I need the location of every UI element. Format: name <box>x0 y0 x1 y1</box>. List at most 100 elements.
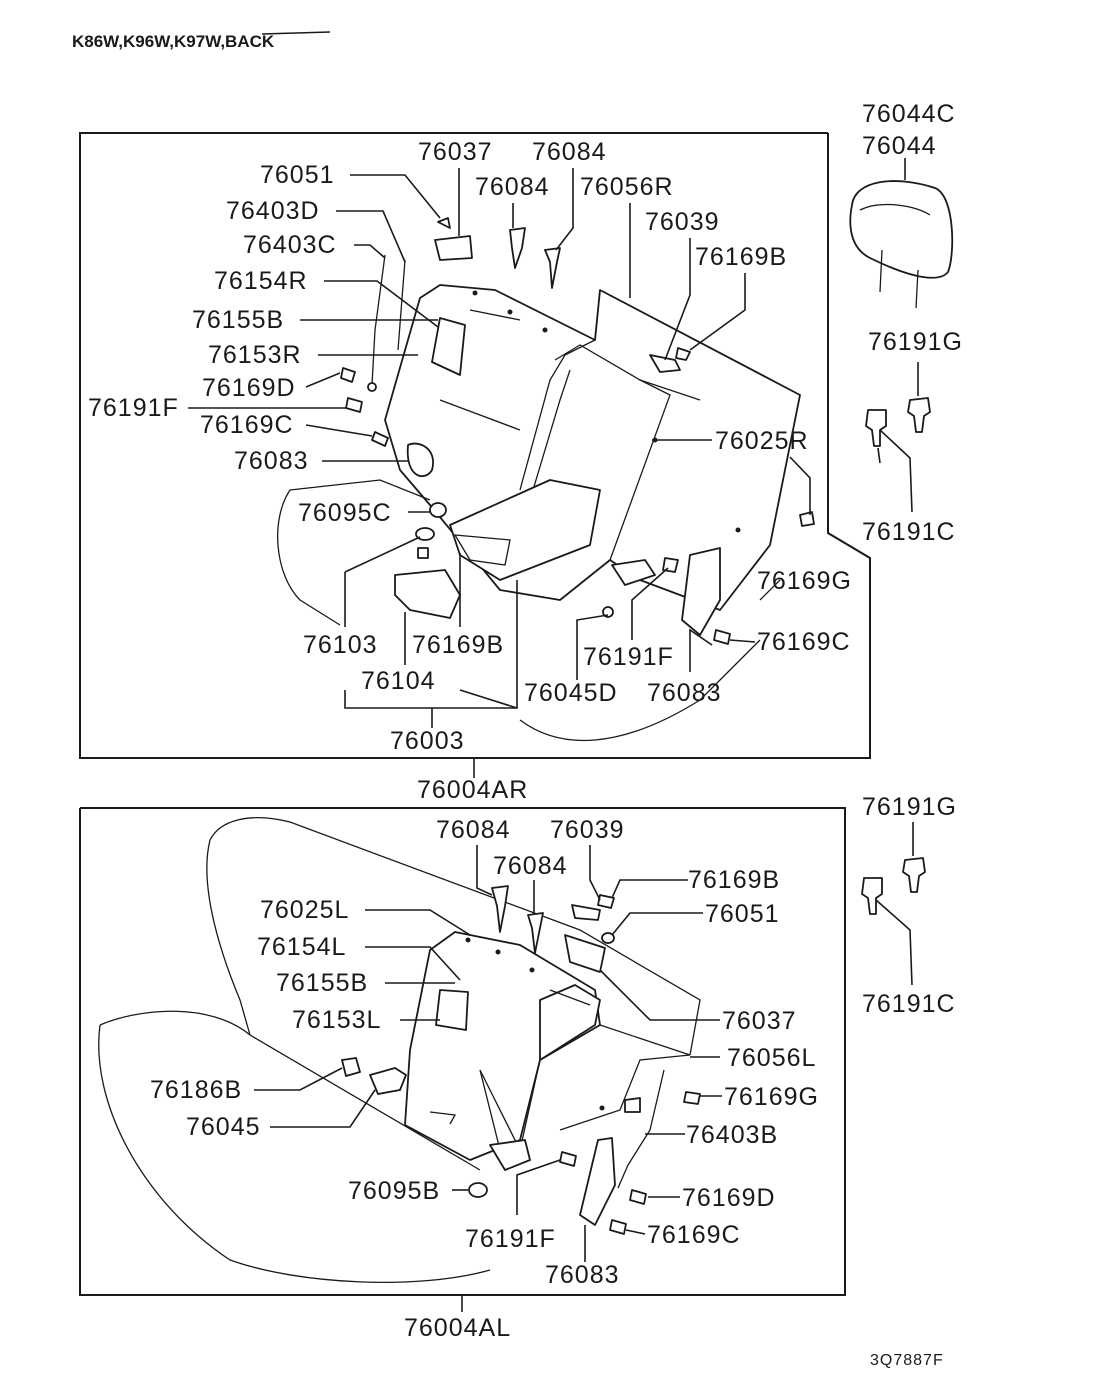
lower-leaders <box>254 845 722 1262</box>
bolt-76169D-l-icon <box>629 1189 647 1205</box>
label-76191G-b: 76191G <box>862 793 957 821</box>
label-l-76153L: 76153L <box>292 1006 381 1034</box>
nut-76186B-icon <box>341 1057 361 1077</box>
lever-76083b-icon <box>681 547 721 636</box>
cable-76403C-icon <box>371 254 386 386</box>
label-76403D: 76403D <box>226 197 320 225</box>
label-l-76169C: 76169C <box>647 1221 741 1249</box>
bolt-76169C-l-icon <box>609 1219 627 1235</box>
hinge-76045D-icon <box>611 559 656 586</box>
label-76095C: 76095C <box>298 499 392 527</box>
lever-76083a-icon <box>406 442 434 478</box>
bolt-76169Cb-icon <box>713 629 731 645</box>
label-76039: 76039 <box>645 208 720 236</box>
label-76169B-b: 76169B <box>412 631 504 659</box>
label-l-76169B: 76169B <box>688 866 780 894</box>
lower-frame <box>79 807 846 1296</box>
header-rule <box>261 31 331 35</box>
label-l-76169G: 76169G <box>724 1083 819 1111</box>
headrest-assembly: 76044C 76044 76191G 76191C 76191G 76191C <box>849 100 963 1018</box>
label-76169G: 76169G <box>757 567 852 595</box>
label-76084-b: 76084 <box>475 173 550 201</box>
label-76191C-a: 76191C <box>862 518 956 546</box>
upper-assembly: 76051 76037 76084 76084 76056R 76403D 76… <box>79 132 871 804</box>
label-l-76037: 76037 <box>722 1007 797 1035</box>
label-76051: 76051 <box>260 161 335 189</box>
bracket-76104-icon <box>394 569 461 619</box>
label-76084-a: 76084 <box>532 138 607 166</box>
cap-76095B-icon <box>468 1182 488 1198</box>
model-header: K86W,K96W,K97W,BACK <box>72 32 275 51</box>
label-l-76155B: 76155B <box>276 969 368 997</box>
bracket-76037-icon <box>434 235 473 261</box>
label-76104: 76104 <box>361 667 436 695</box>
label-l-76025L: 76025L <box>260 896 349 924</box>
plate-76153L-icon <box>435 989 469 1031</box>
label-l-76084-b: 76084 <box>493 852 568 880</box>
lower-assembly: 76084 76039 76084 76169B 76025L 76051 76… <box>79 807 846 1342</box>
label-76191F-b: 76191F <box>583 643 674 671</box>
label-l-76403B: 76403B <box>686 1121 778 1149</box>
drawing-code: 3Q7887F <box>870 1352 944 1369</box>
bracket-76045-icon <box>369 1067 407 1095</box>
guide-76191C-a-icon <box>865 409 887 447</box>
clip-76051-icon <box>437 217 451 229</box>
label-76169B-a: 76169B <box>695 243 787 271</box>
label-l-76169D: 76169D <box>682 1184 776 1212</box>
bolt-76191F-icon <box>345 397 363 413</box>
label-76044C: 76044C <box>862 100 956 128</box>
label-76083-a: 76083 <box>234 447 309 475</box>
bolt-76169G-l-icon <box>683 1091 701 1105</box>
label-76004AR: 76004AR <box>417 776 528 804</box>
bolt-76191F-l-icon <box>559 1151 577 1167</box>
label-l-76056L: 76056L <box>727 1044 816 1072</box>
label-76083-b: 76083 <box>647 679 722 707</box>
label-76044: 76044 <box>862 132 937 160</box>
label-l-76186B: 76186B <box>150 1076 242 1104</box>
lever-76083-l-icon <box>579 1137 616 1226</box>
guide-76191G-a-icon <box>907 397 931 433</box>
guide-76191G-b-icon <box>902 857 926 893</box>
label-76004AL: 76004AL <box>404 1314 511 1342</box>
label-l-76083: 76083 <box>545 1261 620 1289</box>
label-76169D: 76169D <box>202 374 296 402</box>
label-l-76051: 76051 <box>705 900 780 928</box>
clip-76084b-icon <box>544 247 561 289</box>
clip-76051-l-icon <box>601 932 615 944</box>
label-76155B: 76155B <box>192 306 284 334</box>
clip-76084-la-icon <box>491 885 509 933</box>
label-76025R: 76025R <box>715 427 809 455</box>
cable-76403D-icon <box>397 259 406 351</box>
label-76191F-a: 76191F <box>88 394 179 422</box>
label-76191G-a: 76191G <box>868 328 963 356</box>
clip-76084a-icon <box>509 227 526 269</box>
upper-leaders <box>188 168 811 778</box>
upper-frame <box>79 132 871 759</box>
headrest-icon <box>849 180 954 279</box>
label-76169C-b: 76169C <box>757 628 851 656</box>
label-l-76045: 76045 <box>186 1113 261 1141</box>
label-76037: 76037 <box>418 138 493 166</box>
cable-76403B-icon <box>617 1069 665 1189</box>
label-76154R: 76154R <box>214 267 308 295</box>
hinge-76095B-area-icon <box>489 1139 531 1171</box>
label-l-76039: 76039 <box>550 816 625 844</box>
bolt-76169D-icon <box>340 367 356 383</box>
plate-76039-l-icon <box>571 904 601 921</box>
label-76003: 76003 <box>390 727 465 755</box>
label-76045D: 76045D <box>524 679 618 707</box>
label-l-76084-a: 76084 <box>436 816 511 844</box>
label-l-76095B: 76095B <box>348 1177 440 1205</box>
guide-76191C-b-icon <box>861 877 883 915</box>
bolt-76169Ca-icon <box>371 431 389 447</box>
label-76056R: 76056R <box>580 173 674 201</box>
cap-76095C-icon <box>429 502 447 518</box>
bolt-76169G-icon <box>799 511 815 527</box>
label-76169C-a: 76169C <box>200 411 294 439</box>
label-l-76191F: 76191F <box>465 1225 556 1253</box>
lower-seatback-illustration <box>98 817 701 1283</box>
label-76403C: 76403C <box>243 231 337 259</box>
label-76103: 76103 <box>303 631 378 659</box>
plate-76039-icon <box>649 354 681 373</box>
